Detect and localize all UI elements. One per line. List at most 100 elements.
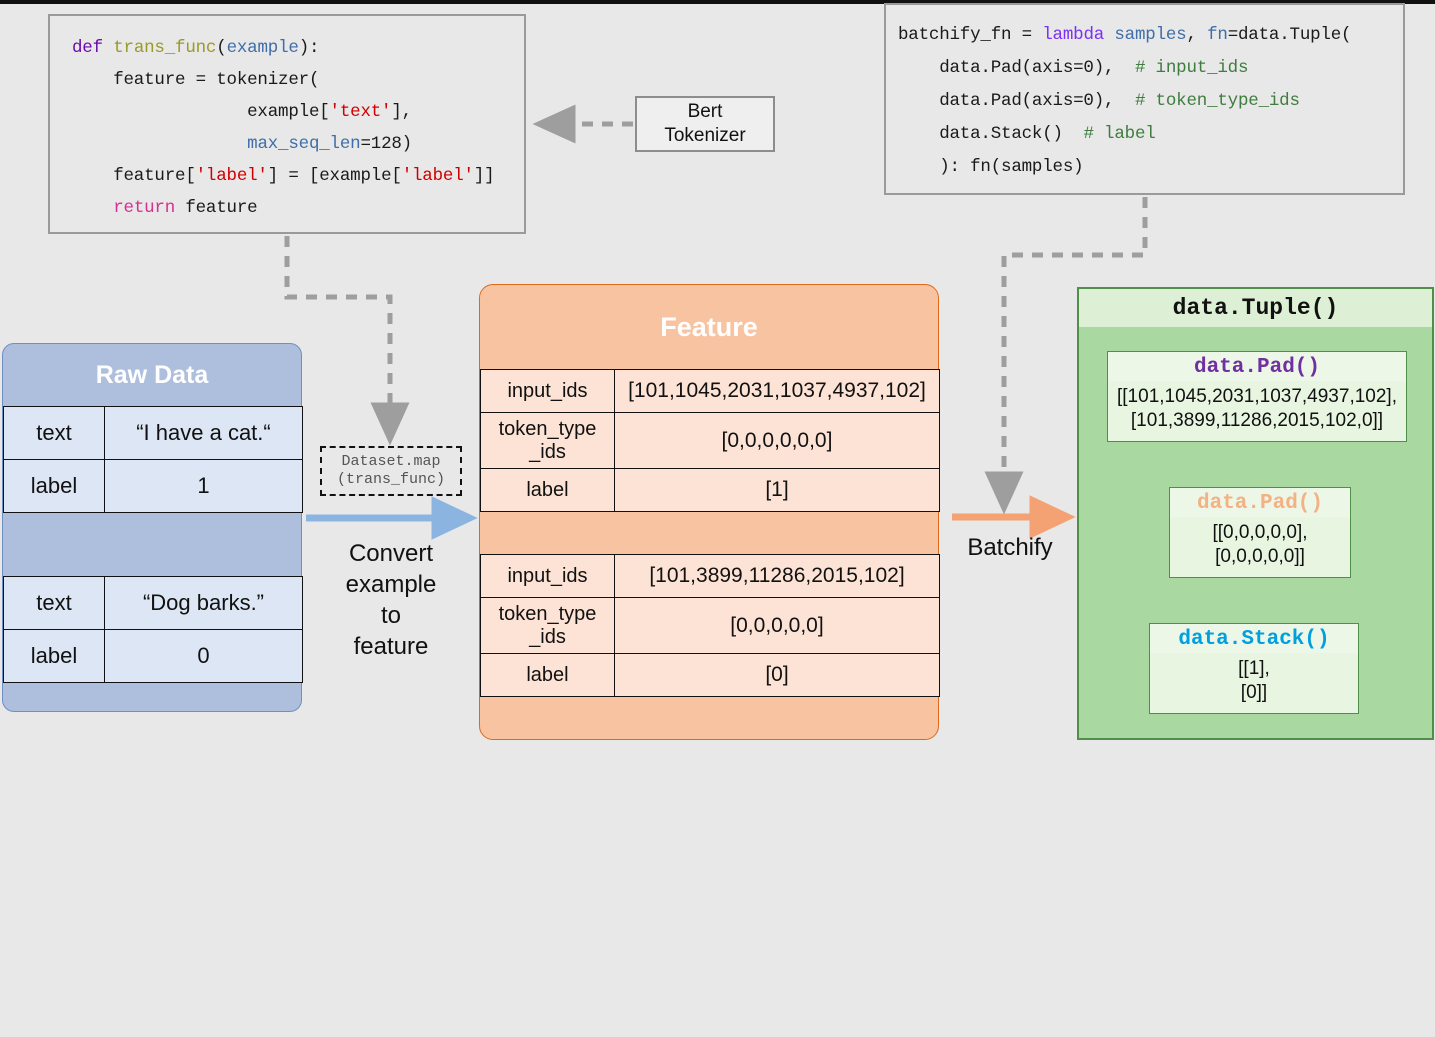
- code-token: example[: [72, 102, 330, 122]
- code-line: data.Stack() # label: [898, 118, 1403, 151]
- table-row: input_ids[101,3899,11286,2015,102]: [480, 554, 940, 598]
- connector-layer: [284, 104, 1148, 540]
- code-line: batchify_fn = lambda samples, fn=data.Tu…: [898, 19, 1403, 52]
- table-row: label[1]: [480, 468, 940, 512]
- table-row: label[0]: [480, 653, 940, 697]
- feature-key-cell: input_ids: [480, 554, 615, 598]
- data-stack-label-value: [[1], [0]]: [1238, 658, 1270, 703]
- convert-label-line: to: [380, 602, 401, 629]
- code-token: (: [216, 38, 227, 58]
- code-token: feature = tokenizer(: [72, 70, 320, 90]
- data-pad-input-ids-box: data.Pad() [[101,1045,2031,1037,4937,102…: [1107, 351, 1407, 442]
- batchify-label: Batchify: [967, 534, 1053, 561]
- code-token: fn: [1207, 25, 1228, 45]
- code-token: # token_type_ids: [1134, 91, 1300, 111]
- raw-data-key-cell: label: [3, 459, 105, 513]
- code-token: batchify_fn =: [898, 25, 1043, 45]
- data-pad-token-type-ids-box: data.Pad() [[0,0,0,0,0], [0,0,0,0,0]]: [1169, 487, 1351, 578]
- diagram-canvas: def trans_func(example): feature = token…: [0, 0, 1435, 740]
- feature-value-cell: [0,0,0,0,0]: [614, 597, 940, 654]
- feature-table: input_ids[101,3899,11286,2015,102]token_…: [480, 554, 940, 697]
- code-token: lambda: [1042, 25, 1105, 45]
- code-token: example: [226, 38, 299, 58]
- feature-key-cell: label: [480, 653, 615, 697]
- code-token: ):: [298, 38, 320, 58]
- code-token: =data.Tuple(: [1227, 25, 1352, 45]
- code-token: trans_func: [113, 38, 217, 58]
- code-token: # label: [1083, 124, 1156, 144]
- code-line: example['text'],: [72, 96, 524, 128]
- data-stack-label-box: data.Stack() [[1], [0]]: [1149, 623, 1359, 714]
- code-token: [1104, 25, 1114, 45]
- code-token: 'label': [401, 166, 474, 186]
- connector-code-to-datasetmap: [284, 236, 410, 446]
- code-line: data.Pad(axis=0), # input_ids: [898, 52, 1403, 85]
- code-token: data.Pad(axis=0),: [898, 91, 1135, 111]
- table-row: text“I have a cat.“: [3, 406, 303, 460]
- feature-key-cell: input_ids: [480, 369, 615, 413]
- bert-tokenizer-box: Bert Tokenizer: [635, 96, 775, 152]
- feature-value-cell: [101,1045,2031,1037,4937,102]: [614, 369, 940, 413]
- feature-value-cell: [1]: [614, 468, 940, 512]
- code-token: ] = [example[: [267, 166, 402, 186]
- code-line: def trans_func(example):: [72, 32, 524, 64]
- bert-label-line2: Tokenizer: [664, 125, 746, 146]
- raw-data-value-cell: “I have a cat.“: [104, 406, 303, 460]
- code-token: =128): [360, 134, 412, 154]
- trans-func-code-block: def trans_func(example): feature = token…: [48, 14, 526, 234]
- code-line: ): fn(samples): [898, 151, 1403, 184]
- data-pad-token-type-ids-title: data.Pad(): [1170, 488, 1350, 517]
- data-pad-input-ids-title: data.Pad(): [1108, 352, 1406, 381]
- feature-record-1: input_ids[101,3899,11286,2015,102]token_…: [480, 554, 940, 697]
- feature-table: input_ids[101,1045,2031,1037,4937,102]to…: [480, 369, 940, 512]
- feature-value-cell: [0,0,0,0,0,0]: [614, 412, 940, 469]
- feature-title: Feature: [660, 311, 758, 342]
- convert-label-line: Convert: [348, 540, 434, 567]
- code-line: feature = tokenizer(: [72, 64, 524, 96]
- code-line: max_seq_len=128): [72, 128, 524, 160]
- code-token: ,: [1186, 25, 1208, 45]
- code-line: return feature: [72, 192, 524, 224]
- raw-data-key-cell: text: [3, 406, 105, 460]
- dataset-map-line2: (trans_func): [336, 471, 446, 488]
- feature-panel: Feature input_ids[101,1045,2031,1037,493…: [479, 284, 940, 740]
- raw-data-key-cell: label: [3, 629, 105, 683]
- code-token: feature[: [72, 166, 196, 186]
- table-row: token_type _ids[0,0,0,0,0]: [480, 597, 940, 654]
- dataset-map-box: Dataset.map (trans_func): [320, 446, 462, 496]
- raw-data-key-cell: text: [3, 576, 105, 630]
- data-pad-token-type-ids-value: [[0,0,0,0,0], [0,0,0,0,0]]: [1212, 522, 1308, 567]
- code-token: 'label': [195, 166, 268, 186]
- code-token: feature: [175, 198, 258, 218]
- code-token: data.Stack(): [898, 124, 1084, 144]
- bert-label-line1: Bert: [687, 101, 723, 122]
- table-row: text“Dog barks.”: [3, 576, 303, 630]
- table-row: token_type _ids[0,0,0,0,0,0]: [480, 412, 940, 469]
- code-token: max_seq_len: [247, 134, 361, 154]
- batchify-fn-code-block: batchify_fn = lambda samples, fn=data.Tu…: [884, 3, 1405, 195]
- data-tuple-panel: data.Tuple() data.Pad() [[101,1045,2031,…: [1077, 287, 1434, 740]
- code-line: feature['label'] = [example['label']]: [72, 160, 524, 192]
- code-token: samples: [1114, 25, 1187, 45]
- code-token: ]]: [473, 166, 495, 186]
- top-strip: [0, 0, 1435, 4]
- connector-code-to-batchify: [984, 197, 1148, 515]
- code-token: # input_ids: [1134, 58, 1249, 78]
- code-token: ): fn(samples): [898, 157, 1084, 177]
- feature-key-cell: token_type _ids: [480, 412, 615, 469]
- code-token: 'text': [329, 102, 392, 122]
- raw-data-value-cell: 0: [104, 629, 303, 683]
- table-row: input_ids[101,1045,2031,1037,4937,102]: [480, 369, 940, 413]
- convert-label-line: feature: [353, 633, 429, 660]
- code-token: data.Pad(axis=0),: [898, 58, 1135, 78]
- feature-record-0: input_ids[101,1045,2031,1037,4937,102]to…: [480, 369, 940, 512]
- code-token: def: [72, 38, 114, 58]
- dataset-map-line1: Dataset.map: [341, 453, 441, 470]
